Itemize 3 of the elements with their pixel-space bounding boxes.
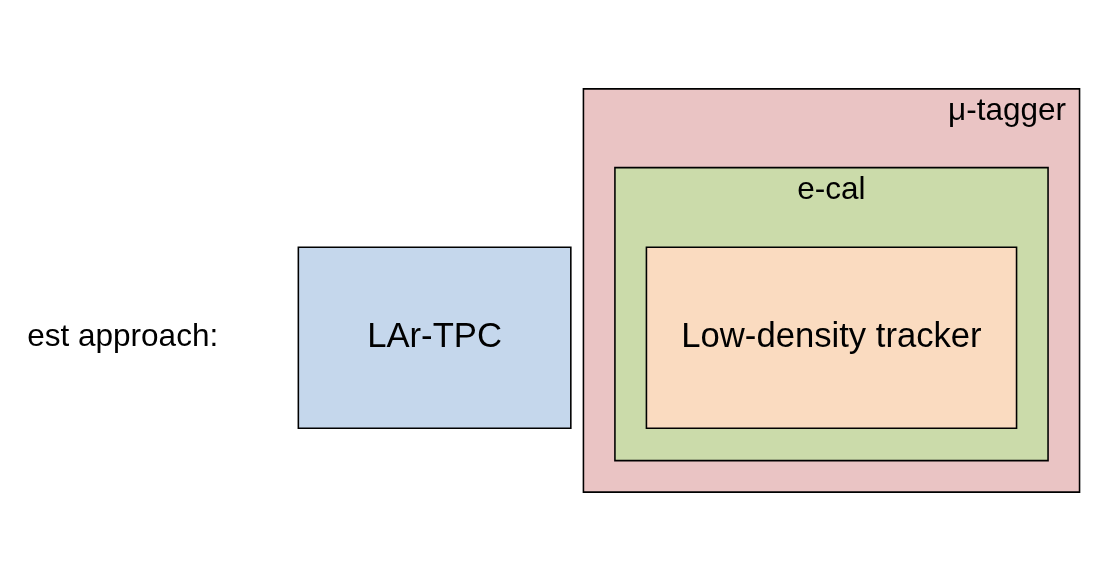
label: est approach: xyxy=(27,316,219,353)
node-box: LAr-TPC xyxy=(297,246,572,430)
node-box: Low-density tracker xyxy=(645,246,1018,430)
